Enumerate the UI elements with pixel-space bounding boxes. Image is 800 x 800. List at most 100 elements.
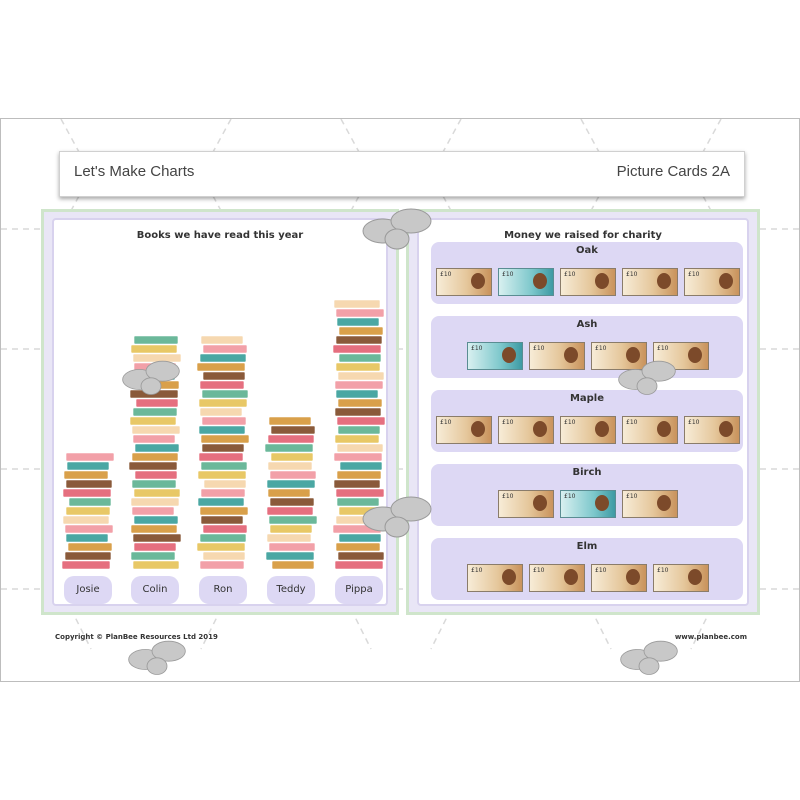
book	[65, 506, 111, 516]
book	[131, 506, 175, 516]
money-row-label: Oak	[576, 245, 598, 256]
book	[132, 533, 182, 543]
book	[199, 560, 245, 570]
ten-pound-note: £10	[529, 342, 585, 370]
book	[336, 470, 382, 480]
book	[337, 425, 381, 435]
note-value: £10	[688, 419, 700, 426]
portrait-icon	[657, 421, 671, 437]
book	[62, 515, 110, 525]
ten-pound-note: £10	[560, 490, 616, 518]
book	[200, 461, 248, 471]
book	[336, 443, 384, 453]
book	[198, 425, 246, 435]
portrait-icon	[533, 495, 547, 511]
book	[199, 407, 243, 417]
note-value: £10	[533, 345, 545, 352]
book	[268, 515, 318, 525]
book	[199, 380, 245, 390]
bee-logo-icon	[128, 640, 186, 675]
ten-pound-note: £10	[436, 416, 492, 444]
money-row-label: Elm	[576, 541, 598, 552]
bee-logo-icon	[620, 640, 678, 675]
book	[65, 479, 113, 489]
book	[336, 497, 380, 507]
book	[269, 497, 315, 507]
book	[202, 371, 246, 381]
money-row-oak: Oak £10 £10 £10 £10 £10	[431, 242, 743, 304]
book	[132, 560, 180, 570]
book	[66, 461, 110, 471]
name-label-pippa: Pippa	[335, 576, 383, 604]
book	[267, 461, 313, 471]
book	[268, 542, 316, 552]
note-value: £10	[502, 493, 514, 500]
book	[268, 416, 312, 426]
portrait-icon	[502, 569, 516, 585]
note-value: £10	[471, 345, 483, 352]
note-value: £10	[440, 271, 452, 278]
book	[135, 398, 179, 408]
ten-pound-note: £10	[529, 564, 585, 592]
note-value: £10	[595, 567, 607, 574]
book	[68, 497, 112, 507]
book	[130, 344, 178, 354]
book	[128, 461, 178, 471]
book	[65, 452, 115, 462]
book	[131, 425, 181, 435]
book	[264, 443, 314, 453]
portrait-icon	[626, 347, 640, 363]
book	[270, 452, 314, 462]
book	[266, 479, 316, 489]
copyright-text: Copyright © PlanBee Resources Ltd 2019	[55, 633, 218, 641]
book	[63, 470, 109, 480]
book	[197, 497, 245, 507]
book	[130, 497, 180, 507]
books-chart-title: Books we have read this year	[136, 230, 304, 241]
book	[198, 398, 248, 408]
money-row-birch: Birch£10£10£10	[431, 464, 743, 526]
portrait-icon	[533, 273, 547, 289]
portrait-icon	[657, 273, 671, 289]
ten-pound-note: £10	[560, 268, 616, 296]
money-panel: Money we raised for charity Oak£10£10£10…	[406, 209, 760, 615]
book	[131, 452, 179, 462]
book	[335, 542, 381, 552]
book	[132, 434, 176, 444]
ten-pound-note: £10	[684, 268, 740, 296]
book	[202, 551, 246, 561]
book	[339, 461, 383, 471]
note-value: £10	[502, 271, 514, 278]
book	[130, 551, 176, 561]
book	[335, 488, 385, 498]
card-label: Picture Cards 2A	[616, 163, 730, 180]
portrait-icon	[533, 421, 547, 437]
book	[332, 344, 382, 354]
note-value: £10	[502, 419, 514, 426]
book	[65, 533, 109, 543]
note-value: £10	[440, 419, 452, 426]
book	[133, 542, 177, 552]
name-label-ron: Ron	[199, 576, 247, 604]
note-value: £10	[657, 345, 669, 352]
book	[337, 551, 385, 561]
book	[270, 425, 316, 435]
book	[134, 470, 178, 480]
book	[202, 524, 248, 534]
ten-pound-note: £10	[591, 564, 647, 592]
note-value: £10	[626, 271, 638, 278]
ten-pound-note: £10	[622, 268, 678, 296]
book	[67, 542, 113, 552]
bee-logo-icon	[362, 496, 432, 538]
book-stacks	[61, 299, 386, 570]
book	[267, 434, 315, 444]
ten-pound-note: £10	[622, 416, 678, 444]
book	[61, 560, 111, 570]
book	[336, 317, 380, 327]
book	[335, 308, 385, 318]
book	[131, 479, 177, 489]
book	[333, 479, 381, 489]
book	[200, 488, 246, 498]
portrait-icon	[657, 495, 671, 511]
book	[132, 407, 178, 417]
